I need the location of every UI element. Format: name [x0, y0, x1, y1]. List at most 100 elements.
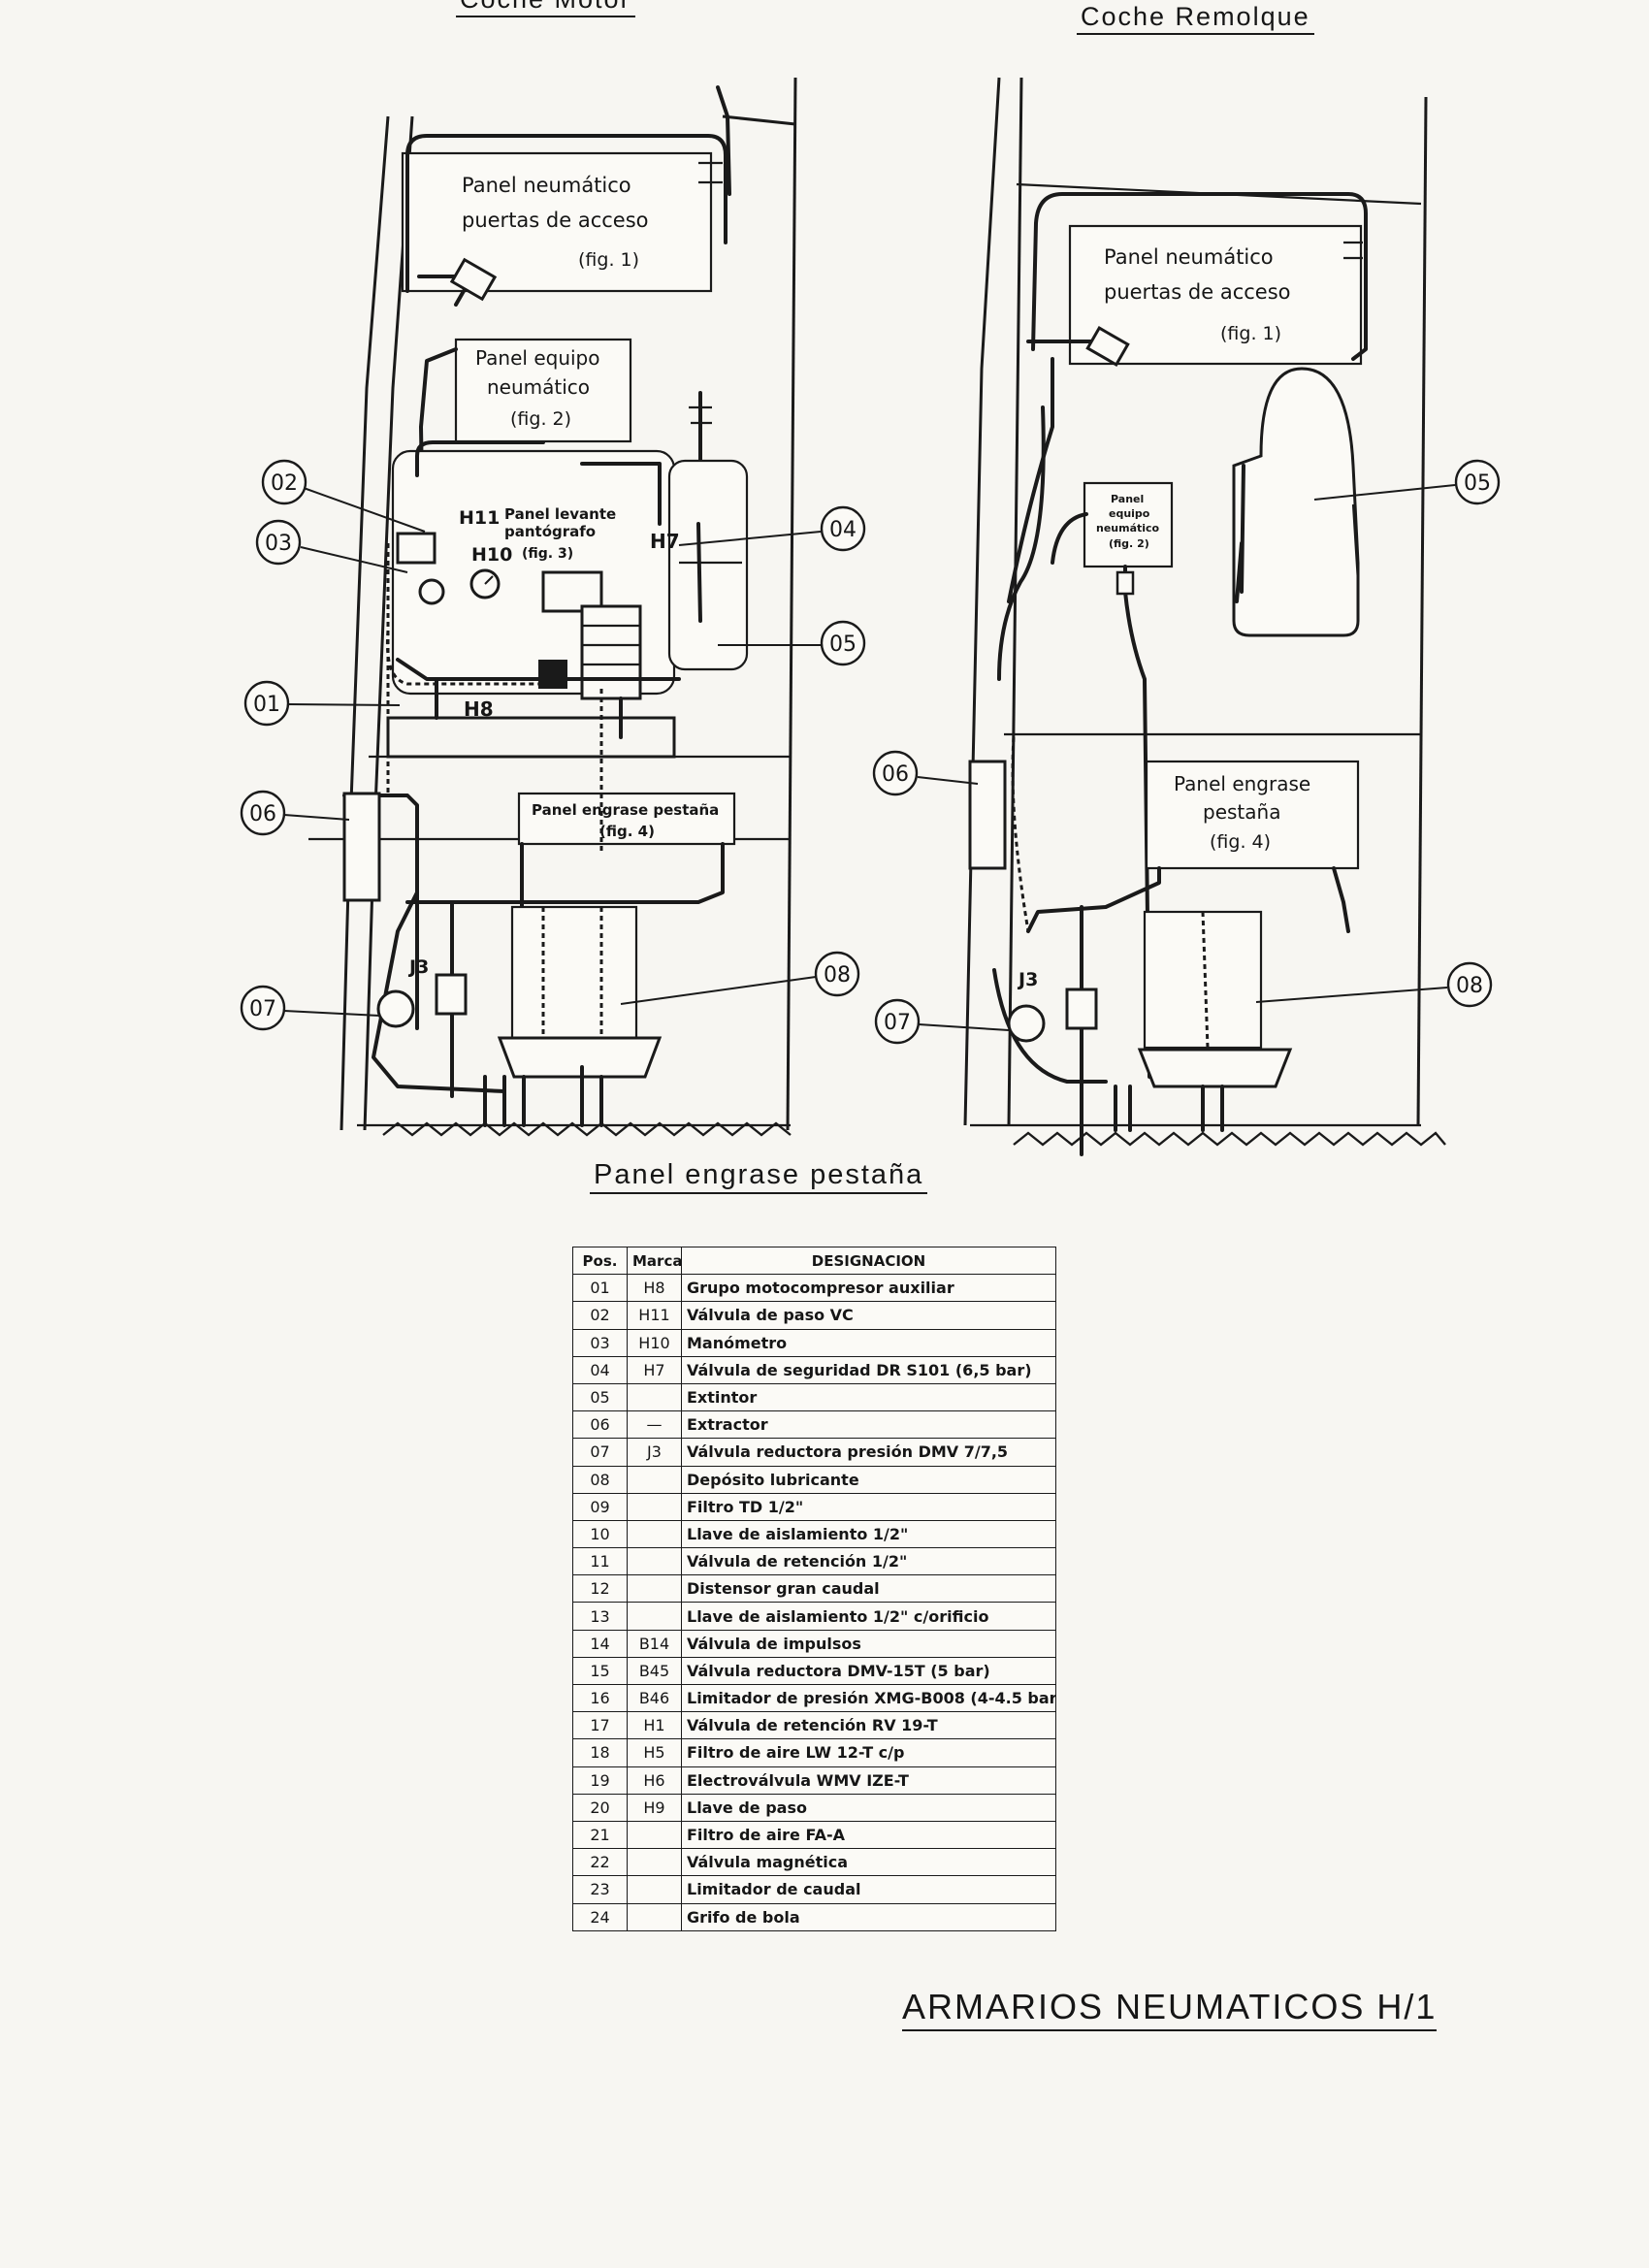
row-designacion: Llave de paso — [681, 1793, 1056, 1822]
row-position: 11 — [572, 1547, 628, 1576]
left-panel-engrase-pestana — [517, 792, 736, 846]
left-extintor — [667, 459, 749, 671]
row-designacion: Limitador de presión XMG-B008 (4-4.5 bar… — [681, 1683, 1056, 1713]
left-cabinet: Panel neumático puertas de acceso (fig. … — [308, 77, 797, 1137]
row-designacion: Grupo motocompresor auxiliar — [681, 1274, 1056, 1303]
row-position: 22 — [572, 1848, 628, 1877]
callout-06-right: 06 — [872, 750, 979, 796]
row-designacion: Filtro de aire LW 12-T c/p — [681, 1738, 1056, 1767]
row-marca — [627, 1875, 682, 1904]
svg-text:pantógrafo: pantógrafo — [504, 523, 596, 540]
row-position: 15 — [572, 1656, 628, 1686]
row-marca: H8 — [627, 1274, 682, 1303]
svg-text:(fig. 4): (fig. 4) — [599, 823, 655, 840]
row-marca: B14 — [627, 1629, 682, 1658]
callout-02: 02 — [261, 459, 426, 533]
svg-text:H11: H11 — [459, 507, 500, 529]
svg-text:equipo: equipo — [1109, 507, 1150, 520]
row-marca — [627, 1519, 682, 1549]
left-valve-h11-icon — [396, 532, 436, 565]
svg-text:05: 05 — [1464, 471, 1491, 496]
svg-text:Panel equipo: Panel equipo — [475, 346, 599, 370]
svg-text:07: 07 — [249, 997, 276, 1021]
row-marca: B46 — [627, 1683, 682, 1713]
svg-text:02: 02 — [271, 471, 298, 496]
row-designacion: Extractor — [681, 1410, 1056, 1440]
callout-08: 08 — [620, 951, 860, 1005]
row-marca: H10 — [627, 1328, 682, 1357]
svg-text:08: 08 — [824, 963, 851, 988]
svg-text:H10: H10 — [471, 544, 512, 566]
svg-text:J3: J3 — [1017, 969, 1038, 990]
row-position: 23 — [572, 1875, 628, 1904]
svg-text:08: 08 — [1456, 974, 1483, 998]
svg-text:(fig. 1): (fig. 1) — [1220, 323, 1281, 344]
row-designacion: Electroválvula WMV IZE-T — [681, 1766, 1056, 1795]
row-marca — [627, 1547, 682, 1576]
right-lubricant-tank — [1143, 910, 1263, 1050]
callout-04: 04 — [678, 505, 866, 552]
left-panel-neumatico-puertas — [401, 151, 713, 293]
svg-text:(fig. 2): (fig. 2) — [1109, 537, 1149, 550]
row-position: 21 — [572, 1820, 628, 1850]
row-marca: H7 — [627, 1355, 682, 1384]
callout-07: 07 — [240, 985, 381, 1031]
row-position: 18 — [572, 1738, 628, 1767]
row-designacion: Válvula de paso VC — [681, 1301, 1056, 1330]
svg-text:(fig. 4): (fig. 4) — [1210, 831, 1271, 853]
row-position: 20 — [572, 1793, 628, 1822]
svg-text:04: 04 — [829, 518, 857, 542]
svg-text:neumático: neumático — [487, 375, 590, 399]
row-marca — [627, 1902, 682, 1931]
row-position: 24 — [572, 1902, 628, 1931]
svg-text:Panel engrase pestaña: Panel engrase pestaña — [532, 801, 719, 819]
svg-text:06: 06 — [882, 762, 909, 787]
svg-text:Panel neumático: Panel neumático — [1104, 245, 1274, 269]
row-marca — [627, 1465, 682, 1494]
right-extintor — [1232, 367, 1360, 637]
svg-text:06: 06 — [249, 802, 276, 826]
svg-text:Panel engrase: Panel engrase — [1174, 772, 1310, 795]
heading-panel-engrase: Panel engrase pestaña — [590, 1159, 928, 1194]
row-marca: H6 — [627, 1766, 682, 1795]
right-panel-engrase-pestana — [1145, 760, 1360, 870]
svg-text:05: 05 — [829, 632, 857, 657]
svg-text:Panel levante: Panel levante — [504, 505, 616, 523]
svg-text:(fig. 1): (fig. 1) — [578, 249, 639, 271]
right-cabinet: Panel neumático puertas de acceso (fig. … — [963, 77, 1446, 1156]
callout-07-right: 07 — [874, 998, 1010, 1045]
row-position: 13 — [572, 1602, 628, 1631]
header-marca: Marca — [627, 1246, 682, 1276]
callout-03: 03 — [255, 519, 408, 573]
row-marca: H1 — [627, 1711, 682, 1740]
right-reducer-valve-icon — [1007, 1004, 1046, 1043]
svg-text:H7: H7 — [650, 530, 680, 553]
right-callouts: 05 06 07 08 — [872, 459, 1501, 1045]
svg-text:07: 07 — [884, 1011, 911, 1035]
row-marca — [627, 1820, 682, 1850]
svg-text:Panel: Panel — [1111, 493, 1144, 505]
row-marca — [627, 1574, 682, 1604]
row-position: 01 — [572, 1274, 628, 1303]
callout-05: 05 — [718, 620, 866, 666]
row-marca — [627, 1602, 682, 1631]
row-designacion: Filtro TD 1/2" — [681, 1492, 1056, 1521]
row-designacion: Válvula magnética — [681, 1848, 1056, 1877]
row-position: 12 — [572, 1574, 628, 1604]
row-position: 08 — [572, 1465, 628, 1494]
row-designacion: Llave de aislamiento 1/2" — [681, 1519, 1056, 1549]
svg-text:Panel neumático: Panel neumático — [462, 174, 631, 197]
